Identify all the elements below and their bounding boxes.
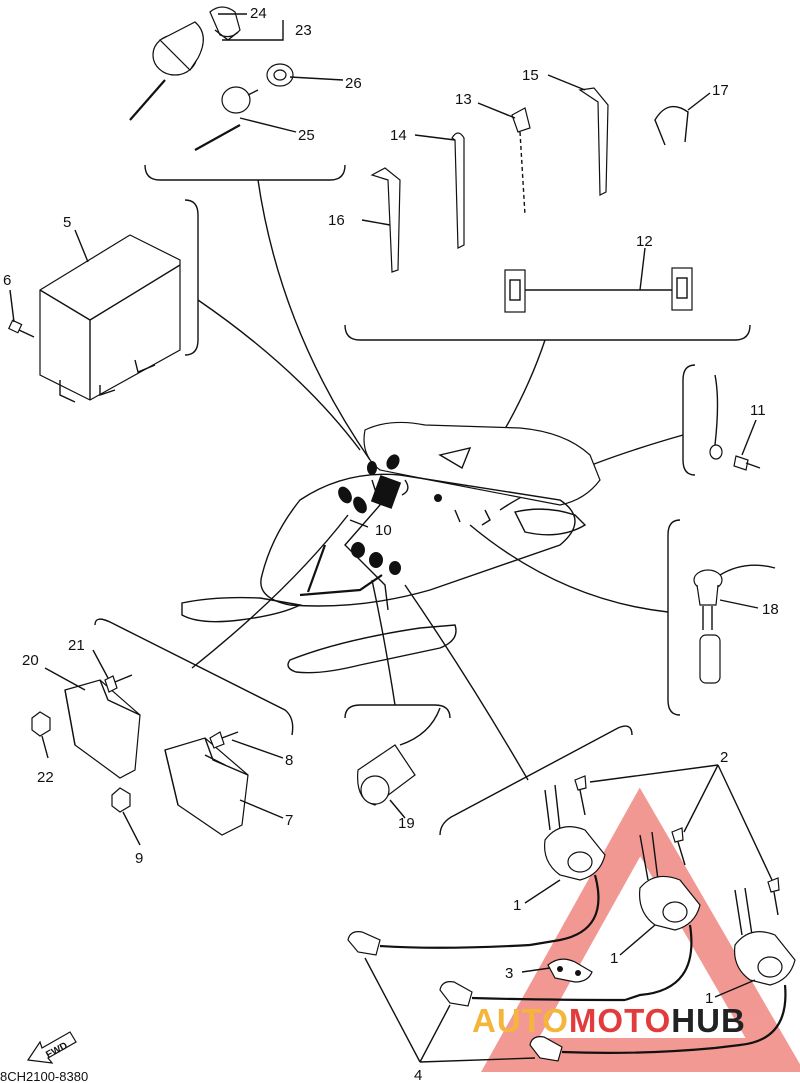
callout-leaders <box>9 13 773 1063</box>
callout-9: 9 <box>135 850 143 867</box>
part-code: 8CH2100-8380 <box>0 1069 88 1083</box>
callout-10: 10 <box>375 522 392 539</box>
nut-9 <box>111 787 131 813</box>
callout-21: 21 <box>68 637 85 654</box>
callout-25: 25 <box>298 127 315 144</box>
callout-13: 13 <box>455 91 472 108</box>
regulator-20 <box>64 679 141 779</box>
relay-unit-7 <box>164 737 249 836</box>
cdi-unit-5 <box>39 234 181 403</box>
clamp-3 <box>547 958 593 983</box>
callout-4: 4 <box>414 1067 422 1083</box>
callout-12: 12 <box>636 233 653 250</box>
callout-18: 18 <box>762 601 779 618</box>
callout-5: 5 <box>63 214 71 231</box>
watermark-triangle-icon <box>481 787 800 1072</box>
watermark-hub: HUB <box>671 1002 746 1039</box>
callout-labels: 24 23 26 25 5 6 15 13 14 16 17 12 11 18 … <box>3 5 779 1083</box>
callout-8: 8 <box>285 752 293 769</box>
callout-23: 23 <box>295 22 312 39</box>
callout-24: 24 <box>250 5 267 22</box>
callout-2: 2 <box>720 749 728 766</box>
leader-lines <box>191 179 684 781</box>
snowmobile-chassis <box>181 421 601 674</box>
switch-part-25 <box>194 86 259 151</box>
plug-18 <box>693 564 776 684</box>
callout-22: 22 <box>37 769 54 786</box>
callout-19: 19 <box>398 815 415 832</box>
group-bracket-right-18 <box>667 519 681 716</box>
bolt-6 <box>7 319 35 338</box>
nut-ring-26 <box>266 63 294 87</box>
ignition-coil-1c <box>714 887 796 1050</box>
group-bracket-ignition <box>439 725 633 836</box>
callout-20: 20 <box>22 652 39 669</box>
callout-11: 11 <box>750 402 766 419</box>
ignition-coil-1a <box>529 784 606 947</box>
watermark-auto: AUTO <box>472 1002 569 1039</box>
group-bracket-top-right <box>344 324 751 341</box>
callout-1b: 1 <box>610 950 618 967</box>
ignition-coil-1b <box>624 831 701 1002</box>
callout-6: 6 <box>3 272 11 289</box>
group-bracket-right-11 <box>682 364 696 476</box>
fastener-group <box>370 87 693 313</box>
callout-26: 26 <box>345 75 362 92</box>
svg-text:AUTOMOTOHUB: AUTOMOTOHUB <box>472 1002 746 1039</box>
ground-lead-11 <box>709 374 761 471</box>
callout-3: 3 <box>505 965 513 982</box>
watermark-logo: AUTOMOTOHUB <box>472 1002 746 1039</box>
callout-15: 15 <box>522 67 539 84</box>
fwd-label: FWD <box>44 1040 69 1060</box>
callout-1a: 1 <box>513 897 521 914</box>
callout-17: 17 <box>712 82 729 99</box>
spark-plug-caps-4 <box>347 931 716 1062</box>
group-bracket-19 <box>344 704 451 719</box>
callout-14: 14 <box>390 127 407 144</box>
watermark-moto: MOTO <box>569 1002 671 1039</box>
callout-7: 7 <box>285 812 293 829</box>
nut-22 <box>31 711 51 737</box>
screws-2 <box>574 775 780 916</box>
fwd-arrow-icon: FWD <box>26 1031 77 1064</box>
bolt-8 <box>209 731 239 749</box>
group-bracket-bottom-left <box>94 618 294 736</box>
callout-16: 16 <box>328 212 345 229</box>
callout-1c: 1 <box>705 990 713 1007</box>
group-bracket-left <box>184 199 199 356</box>
condenser-19 <box>357 707 441 806</box>
bolt-21 <box>104 674 133 693</box>
group-bracket-top-left <box>144 164 346 181</box>
